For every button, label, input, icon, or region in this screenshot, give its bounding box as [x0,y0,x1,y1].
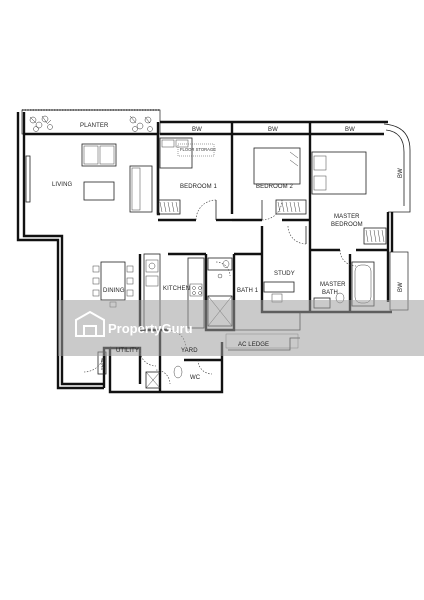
plant-icon [129,115,153,132]
plant-icon [29,115,53,132]
master-bed [311,151,387,245]
master-bath-label-line1: MASTER [320,282,346,288]
shoe-label: SHOE [100,358,105,370]
master-bath-label-line2: BATH [322,290,338,296]
yard-label: YARD [181,348,198,354]
master-bedroom-label-line2: BEDROOM [331,222,363,228]
study-desk [263,281,295,303]
master-bedroom-label-line1: MASTER [334,214,360,220]
yard-fixtures [145,365,183,389]
bay-window-label: BW [192,127,202,133]
living-furniture [25,143,153,213]
wc-label: WC [190,375,201,381]
watermark: PropertyGuru [58,300,424,356]
kitchen-counters [143,253,205,331]
watermark-band [58,300,424,356]
room-labels: PLANTER LIVING DINING KITCHEN BEDROOM 1 … [52,123,363,381]
floor-storage-label: FLOOR STORAGE [180,147,216,152]
bay-window-label: BW [398,168,404,178]
bedroom2-label: BEDROOM 2 [256,184,293,190]
planter-area [21,109,161,135]
bedroom1-bed [157,137,215,215]
bedroom2-bed [253,147,307,215]
bay-window-label: BW [345,127,355,133]
dining-label: DINING [103,288,125,294]
bedroom1-label: BEDROOM 1 [180,184,217,190]
planter-label: PLANTER [80,123,109,129]
bay-window-label: BW [268,127,278,133]
living-label: LIVING [52,182,73,188]
propertyguru-logo-icon [75,310,105,337]
utility-label: UTILITY [116,348,139,354]
bay-window-label: BW [398,282,404,292]
study-label: STUDY [274,271,295,277]
bay-window-labels: BW BW BW BW BW [192,127,404,292]
kitchen-label: KITCHEN [163,286,190,292]
bath1-label: BATH 1 [237,288,259,294]
watermark-text: PropertyGuru [108,321,193,336]
ac-ledge-label: AC LEDGE [238,342,269,348]
